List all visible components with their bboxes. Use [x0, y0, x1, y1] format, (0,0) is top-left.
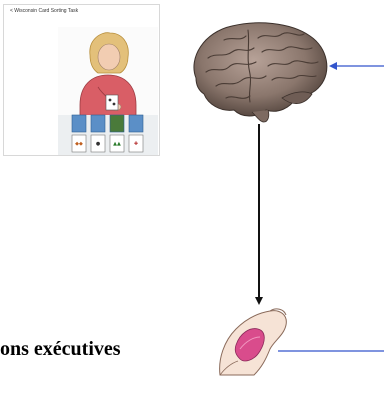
- shoulder-line: [269, 308, 287, 316]
- wcst-illustration: ◆◆ ● ▲▲ ✚: [58, 27, 158, 155]
- brain-stem: [251, 109, 270, 123]
- face: [97, 43, 121, 71]
- stimulus-card: [90, 134, 106, 153]
- stimulus-symbol: ✚: [134, 141, 138, 147]
- brain-gyri: [205, 29, 319, 103]
- stimulus-card: [109, 134, 125, 153]
- stimulus-symbol: ●: [96, 141, 101, 147]
- held-card: [105, 94, 119, 111]
- reference-card: [109, 114, 125, 133]
- held-card-mark: [112, 102, 116, 106]
- stimulus-symbol: ◆◆: [75, 141, 83, 147]
- muscle-highlight: [239, 336, 261, 350]
- reference-card: [128, 114, 144, 133]
- wcst-caption: < Wisconsin Card Sorting Task: [10, 8, 79, 14]
- brain-image: [193, 22, 328, 123]
- biceps-muscle: [234, 328, 265, 362]
- stimulus-symbol: ▲▲: [113, 141, 121, 147]
- reference-card: [71, 114, 87, 133]
- cerebellum: [281, 91, 313, 104]
- stimulus-card: [128, 134, 144, 153]
- executive-functions-label: ons exécutives: [0, 338, 121, 360]
- stimulus-card: [71, 134, 87, 153]
- forearm-line: [219, 360, 239, 376]
- reference-card: [90, 114, 106, 133]
- arm-muscle-image: [219, 308, 287, 376]
- held-card-mark: [108, 98, 112, 102]
- wcst-figure: < Wisconsin Card Sorting Task ◆◆ ● ▲▲: [3, 4, 160, 156]
